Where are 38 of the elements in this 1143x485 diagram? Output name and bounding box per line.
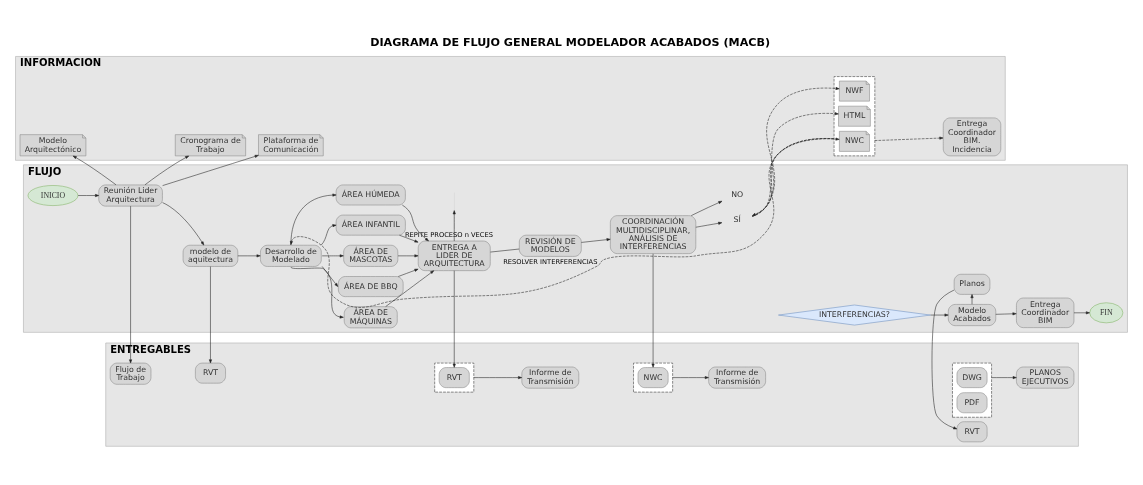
node-ellipse: INICIO bbox=[27, 184, 79, 206]
arrow bbox=[385, 269, 435, 307]
arrow bbox=[237, 253, 261, 257]
arrow bbox=[320, 223, 337, 245]
arrow bbox=[695, 221, 723, 227]
arrow bbox=[144, 155, 190, 185]
arrow bbox=[690, 200, 723, 216]
arrow bbox=[931, 289, 958, 429]
arrow bbox=[321, 265, 339, 287]
arrow bbox=[290, 193, 337, 245]
arrow bbox=[1073, 310, 1090, 314]
diagram-title: DIAGRAMA DE FLUJO GENERAL MODELADOR ACABADOS (MACB) bbox=[370, 35, 771, 49]
arrow bbox=[991, 375, 1017, 379]
arrow bbox=[398, 268, 419, 277]
arrow bbox=[290, 137, 835, 308]
arrow bbox=[452, 209, 456, 241]
arrow bbox=[162, 201, 205, 245]
arrow bbox=[473, 375, 522, 379]
arrow bbox=[930, 313, 949, 316]
arrow bbox=[970, 293, 974, 305]
arrow bbox=[321, 253, 344, 257]
arrow bbox=[402, 204, 429, 241]
arrow bbox=[129, 205, 133, 363]
arrow bbox=[399, 234, 419, 242]
arrow bbox=[209, 265, 212, 363]
arrow bbox=[72, 155, 117, 185]
cluster bbox=[952, 362, 992, 418]
arrow bbox=[397, 253, 419, 257]
arrow bbox=[672, 375, 709, 379]
arrow bbox=[995, 311, 1017, 315]
arrow bbox=[874, 136, 944, 141]
arrow bbox=[162, 154, 259, 186]
node-ellipse: FIN bbox=[1089, 302, 1124, 323]
arrow bbox=[581, 237, 611, 243]
arrow bbox=[290, 266, 344, 318]
arrow bbox=[452, 269, 456, 368]
arrow bbox=[77, 193, 99, 197]
arrow bbox=[651, 253, 655, 368]
